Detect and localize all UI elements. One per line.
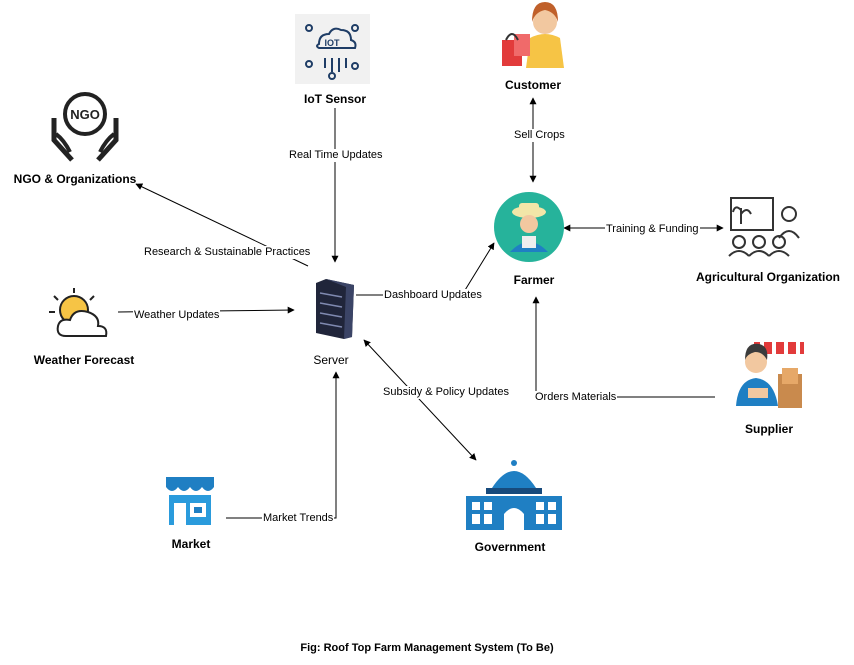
- market-icon: [166, 477, 214, 525]
- edge-label-subsidy-policy: Subsidy & Policy Updates: [382, 386, 510, 399]
- market-label: Market: [171, 537, 211, 551]
- edge-label-real-time-updates: Real Time Updates: [288, 149, 384, 162]
- iot-sensor-icon: IOT: [295, 14, 370, 84]
- government-label: Government: [474, 540, 546, 554]
- edge-label-orders-materials: Orders Materials: [534, 391, 618, 404]
- edge-supplier-farmer: [532, 296, 715, 398]
- edge-label-research: Research & Sustainable Practices: [143, 246, 312, 259]
- government-icon: [466, 460, 562, 530]
- customer-icon: [502, 2, 564, 68]
- edge-label-market-trends: Market Trends: [262, 512, 335, 525]
- edge-server-government: [363, 339, 477, 461]
- server-icon: [316, 279, 354, 339]
- edge-label-weather-updates: Weather Updates: [133, 309, 221, 322]
- ngo-icon: NGO: [51, 92, 119, 162]
- agricultural-organization-icon: [728, 197, 800, 257]
- edge-server-farmer: [356, 242, 495, 296]
- server-label: Server: [313, 353, 349, 367]
- ngo-label: NGO & Organizations: [13, 172, 137, 186]
- weather-icon: [49, 288, 108, 337]
- edge-label-training-funding: Training & Funding: [605, 223, 700, 236]
- connectors: [117, 97, 724, 519]
- iot-sensor-label: IoT Sensor: [303, 92, 366, 106]
- edge-label-dashboard-updates: Dashboard Updates: [383, 289, 483, 302]
- edge-market-server: [226, 371, 340, 519]
- agricultural-organization-label: Agricultural Organization: [695, 270, 840, 284]
- farmer-label: Farmer: [513, 273, 555, 287]
- supplier-icon: [736, 342, 804, 408]
- edge-label-sell-crops: Sell Crops: [513, 129, 566, 142]
- supplier-label: Supplier: [744, 422, 793, 436]
- iot-icon-text: IOT: [325, 38, 341, 48]
- farmer-icon: [494, 192, 564, 262]
- customer-label: Customer: [504, 78, 561, 92]
- weather-forecast-label: Weather Forecast: [33, 353, 135, 367]
- ngo-icon-text: NGO: [70, 107, 100, 122]
- figure-caption: Fig: Roof Top Farm Management System (To…: [300, 642, 554, 654]
